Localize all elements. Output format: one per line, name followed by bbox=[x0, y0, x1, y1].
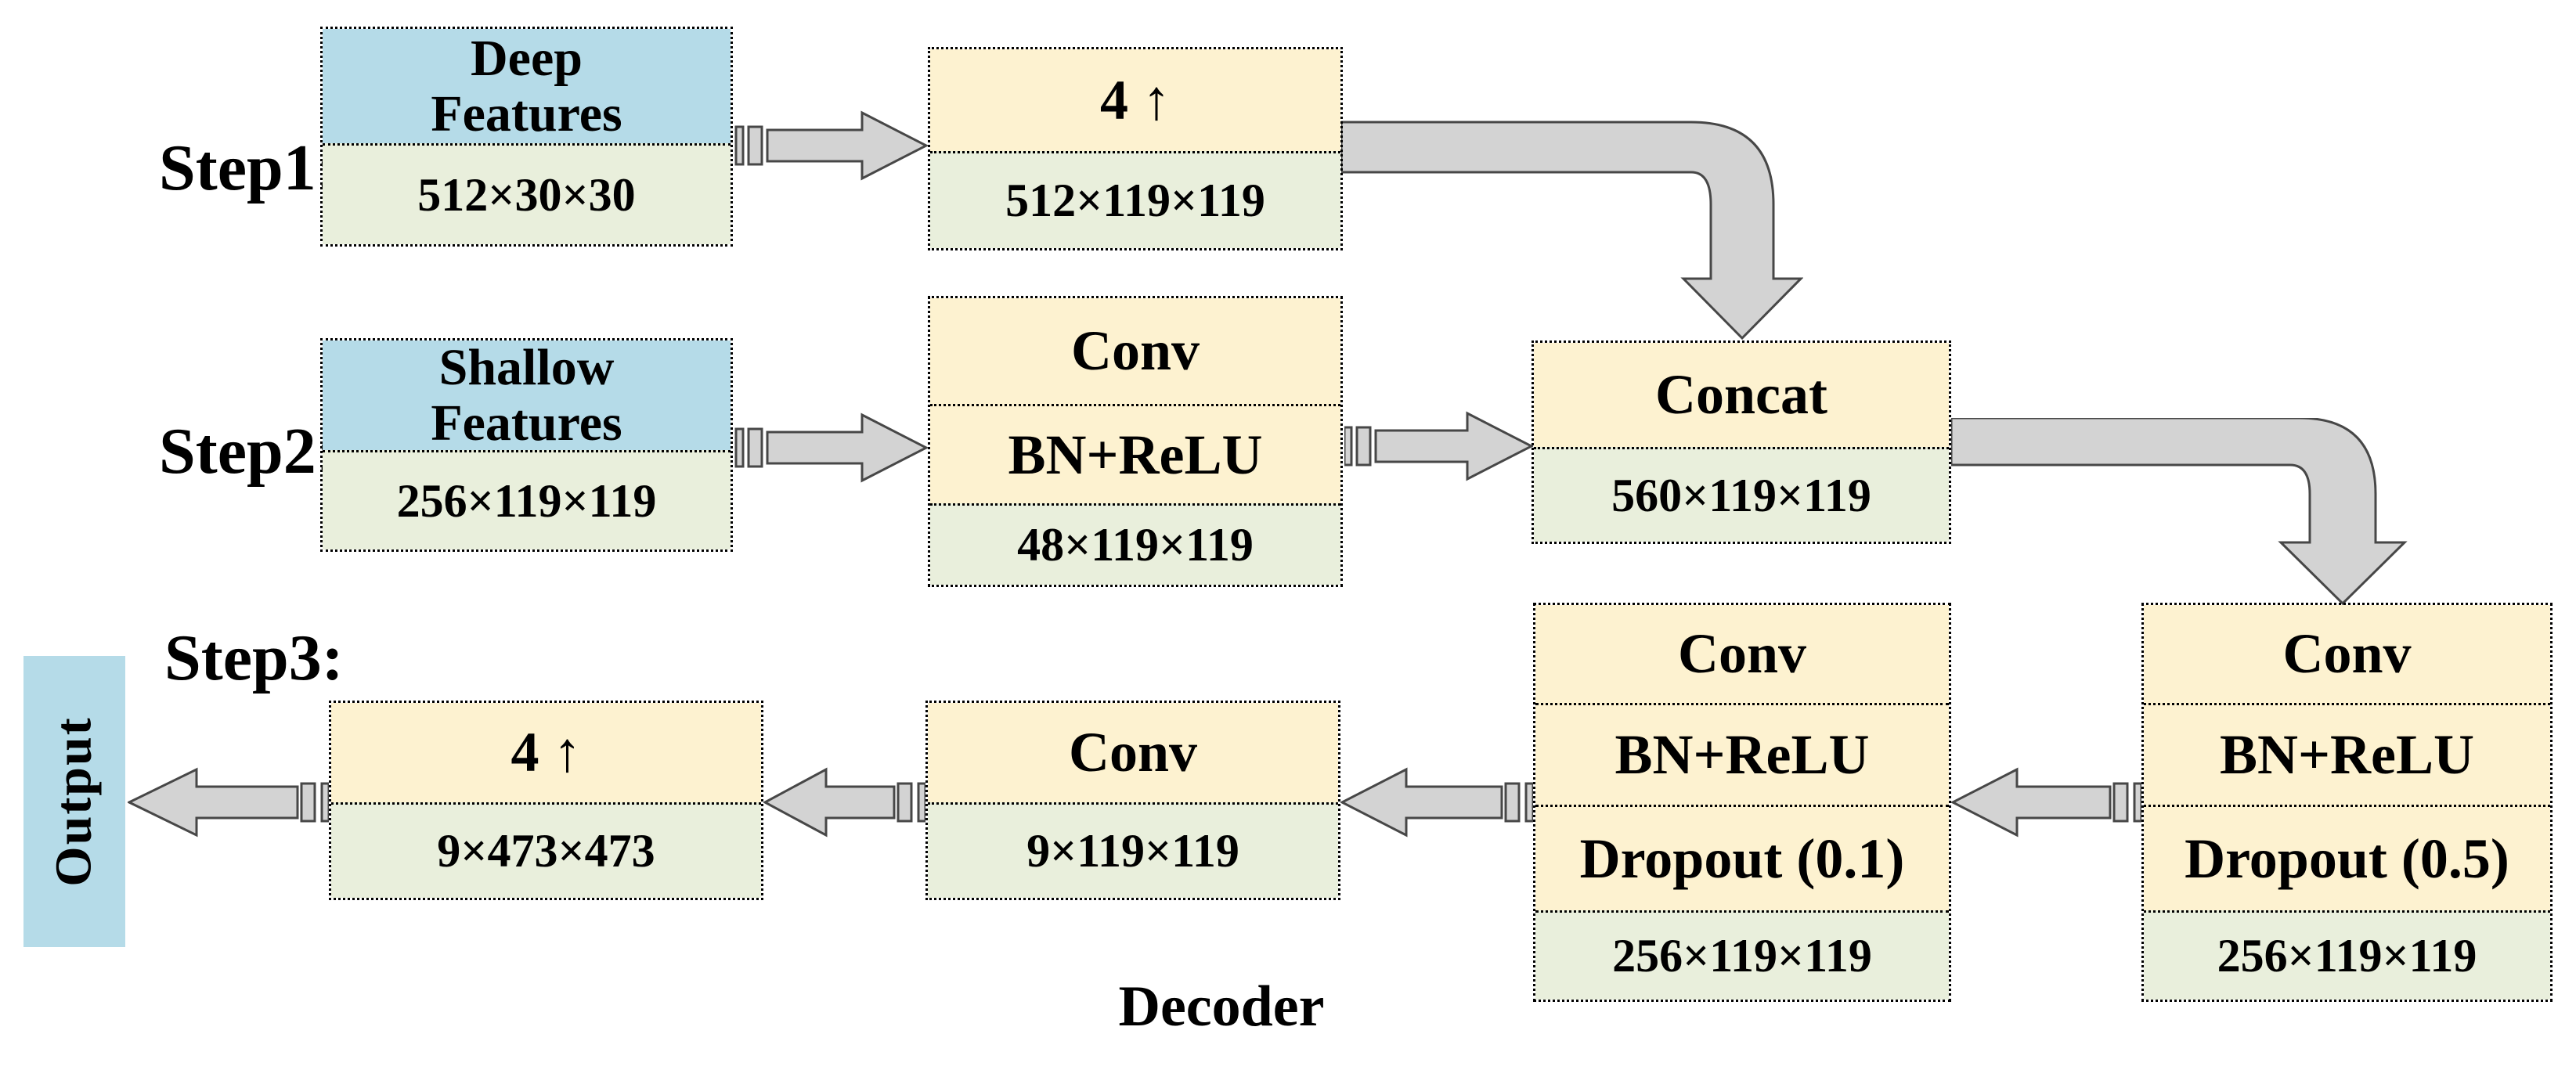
step1-label: Step1: bbox=[159, 131, 338, 204]
upsample1-dims: 512×119×119 bbox=[930, 151, 1340, 248]
shallow-features-line1: Shallow bbox=[438, 338, 615, 396]
elbow-arrow-concat-to-dropout05 bbox=[1951, 418, 2408, 606]
upsample1-box: 4 ↑ 512×119×119 bbox=[928, 47, 1343, 250]
conv-final-box: Conv 9×119×119 bbox=[925, 701, 1340, 900]
deep-features-dims: 512×30×30 bbox=[323, 143, 731, 244]
conv-dropout01-box: Conv BN+ReLU Dropout (0.1) 256×119×119 bbox=[1533, 603, 1951, 1002]
decoder-caption: Decoder bbox=[1118, 975, 1325, 1039]
dropout01-op2: BN+ReLU bbox=[1535, 703, 1949, 805]
deep-features-line2: Features bbox=[431, 85, 622, 142]
concat-label: Concat bbox=[1534, 343, 1949, 447]
dropout05-dims: 256×119×119 bbox=[2144, 910, 2550, 1000]
arrow-dropout01-to-conv bbox=[1340, 767, 1533, 838]
arrow-upsample2-to-output bbox=[128, 767, 329, 838]
conv-bn-op2: BN+ReLU bbox=[930, 404, 1340, 503]
upsample2-box: 4 ↑ 9×473×473 bbox=[329, 701, 763, 900]
deep-features-line1: Deep bbox=[471, 29, 583, 87]
output-box: Output bbox=[23, 656, 125, 947]
arrow-dropout05-to-dropout01 bbox=[1951, 767, 2141, 838]
conv-bn-op1: Conv bbox=[930, 298, 1340, 404]
elbow-arrow-upsample-to-concat bbox=[1341, 121, 1803, 340]
step2-label: Step2: bbox=[159, 415, 338, 488]
deep-features-title: Deep Features bbox=[323, 29, 731, 143]
concat-dims: 560×119×119 bbox=[1534, 447, 1949, 542]
dropout01-op3: Dropout (0.1) bbox=[1535, 805, 1949, 910]
upsample1-label: 4 ↑ bbox=[930, 49, 1340, 151]
concat-box: Concat 560×119×119 bbox=[1532, 340, 1951, 544]
dropout05-op2: BN+ReLU bbox=[2144, 703, 2550, 805]
shallow-features-box: Shallow Features 256×119×119 bbox=[320, 338, 733, 552]
dropout01-dims: 256×119×119 bbox=[1535, 910, 1949, 1000]
upsample2-dims: 9×473×473 bbox=[331, 802, 761, 898]
deep-features-box: Deep Features 512×30×30 bbox=[320, 27, 733, 247]
arrow-convbn-to-concat bbox=[1344, 411, 1533, 481]
conv-dropout05-box: Conv BN+ReLU Dropout (0.5) 256×119×119 bbox=[2141, 603, 2553, 1002]
upsample2-label: 4 ↑ bbox=[331, 703, 761, 802]
output-label: Output bbox=[45, 716, 103, 887]
arrow-deep-to-upsample1 bbox=[734, 110, 928, 181]
dropout05-op1: Conv bbox=[2144, 605, 2550, 703]
arrow-shallow-to-convbn bbox=[734, 413, 928, 483]
conv-bn-dims: 48×119×119 bbox=[930, 503, 1340, 585]
conv-bn-box: Conv BN+ReLU 48×119×119 bbox=[928, 296, 1343, 587]
shallow-features-line2: Features bbox=[431, 394, 622, 452]
dropout05-op3: Dropout (0.5) bbox=[2144, 805, 2550, 910]
dropout01-op1: Conv bbox=[1535, 605, 1949, 703]
shallow-features-dims: 256×119×119 bbox=[323, 450, 731, 549]
conv-final-dims: 9×119×119 bbox=[928, 802, 1338, 898]
shallow-features-title: Shallow Features bbox=[323, 338, 731, 452]
arrow-conv-to-upsample2 bbox=[763, 767, 925, 838]
conv-final-label: Conv bbox=[928, 703, 1338, 802]
step3-label: Step3: bbox=[164, 621, 344, 694]
